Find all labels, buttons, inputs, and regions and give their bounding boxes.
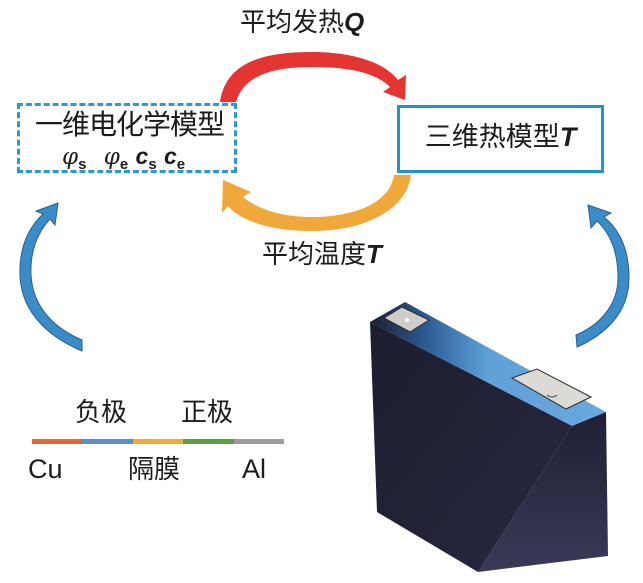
battery-side-face — [478, 412, 608, 572]
layer-segment-1 — [82, 439, 133, 444]
aluminum-collector-label: Al — [242, 454, 267, 484]
left-feedback-arrow-icon — [19, 202, 83, 352]
negative-electrode-label: 负极 — [75, 398, 128, 428]
variable-c-e: ce — [163, 143, 186, 173]
battery-terminal-positive — [510, 368, 593, 410]
temperature-arrow-icon — [222, 175, 411, 231]
battery-front-face — [370, 322, 572, 572]
variable-c-s: cs — [135, 143, 157, 173]
variable-phi-e: φe — [103, 144, 129, 173]
model-variables: φs φe cs ce — [62, 142, 185, 179]
thermal-3d-model-box — [397, 105, 604, 173]
battery-cell-icon — [370, 302, 608, 572]
separator-label: 隔膜 — [128, 455, 181, 485]
layer-segment-3 — [183, 439, 234, 444]
cell-layer-bar — [32, 439, 285, 444]
layer-segment-2 — [132, 439, 184, 444]
right-feedback-arrow-icon — [575, 204, 630, 348]
average-temperature-label: 平均温度T — [262, 239, 382, 270]
electrochemical-1d-model-box — [17, 103, 237, 173]
electrochemical-1d-model-title: 一维电化学模型 — [34, 108, 225, 141]
variable-phi-s: φs — [62, 144, 87, 173]
layer-segment-0 — [32, 439, 83, 444]
heat-arrow-icon — [220, 52, 406, 102]
thermal-3d-model-title: 三维热模型T — [424, 122, 577, 153]
layer-segment-4 — [233, 439, 285, 444]
average-heat-label: 平均发热Q — [240, 7, 365, 38]
copper-collector-label: Cu — [28, 454, 63, 484]
positive-electrode-label: 正极 — [181, 398, 234, 428]
